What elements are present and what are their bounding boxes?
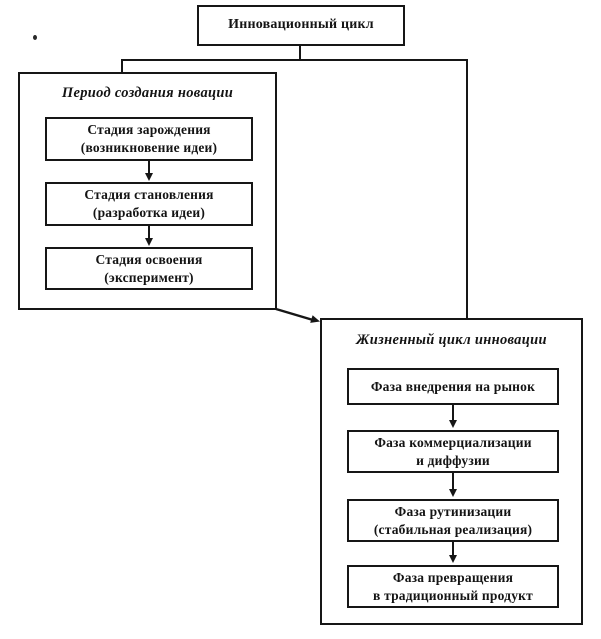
node-label-line1: Фаза внедрения на рынок: [370, 378, 536, 394]
node-label-line1: Стадия становления: [84, 187, 214, 203]
group-lifecycle-title: Жизненный цикл инновации: [356, 332, 547, 348]
node-stage-formation: Стадия становления (разработка идеи): [45, 182, 253, 226]
connector-phase2-phase3: [452, 473, 454, 491]
connector-branch-horizontal: [121, 59, 468, 61]
node-label-line2: (эксперимент): [104, 269, 194, 285]
node-label-line2: (возникновение идеи): [80, 140, 218, 155]
arrowhead-phase2-phase3: [449, 489, 457, 497]
node-label-line1: Фаза коммерциализации: [374, 434, 532, 450]
group-innovation-life-cycle: Жизненный цикл инновации Фаза внедрения …: [320, 318, 583, 625]
root-node-label: Инновационный цикл: [228, 17, 374, 33]
connector-drop-right-group: [466, 59, 468, 318]
group-novation-title: Период создания новации: [61, 85, 234, 101]
node-phase-commercialization: Фаза коммерциализации и диффузии: [347, 430, 559, 473]
connector-left-to-right-arrow: [275, 307, 320, 323]
node-label-line2: (разработка идеи): [92, 205, 206, 220]
node-label-line2: в традиционный продукт: [373, 587, 533, 603]
node-label-line2: и диффузии: [416, 452, 490, 468]
arrowhead-stage1-stage2: [145, 173, 153, 181]
node-label-line1: Стадия освоения: [95, 251, 203, 267]
node-label-line1: Стадия зарождения: [87, 122, 211, 138]
connector-stage1-stage2: [148, 161, 150, 175]
arrowhead-phase3-phase4: [449, 555, 457, 563]
root-node-innovation-cycle: Инновационный цикл: [197, 5, 405, 46]
node-label-line1: Фаза превращения: [392, 569, 514, 585]
connector-phase3-phase4: [452, 542, 454, 557]
node-phase-market-introduction: Фаза внедрения на рынок: [347, 368, 559, 405]
node-phase-traditional-product: Фаза превращения в традиционный продукт: [347, 565, 559, 608]
node-label-line2: (стабильная реализация): [373, 521, 533, 537]
connector-root-stem: [299, 45, 301, 61]
node-phase-routinization: Фаза рутинизации (стабильная реализация): [347, 499, 559, 542]
connector-stage2-stage3: [148, 226, 150, 240]
arrowhead-phase1-phase2: [449, 420, 457, 428]
node-stage-mastering: Стадия освоения (эксперимент): [45, 247, 253, 290]
node-stage-inception: Стадия зарождения (возникновение идеи): [45, 117, 253, 161]
stray-dot: [33, 35, 37, 40]
connector-phase1-phase2: [452, 405, 454, 422]
node-label-line1: Фаза рутинизации: [394, 503, 512, 519]
group-novation-creation-period: Период создания новации Стадия зарождени…: [18, 72, 277, 310]
arrowhead-stage2-stage3: [145, 238, 153, 246]
connector-drop-left-group: [121, 59, 123, 73]
